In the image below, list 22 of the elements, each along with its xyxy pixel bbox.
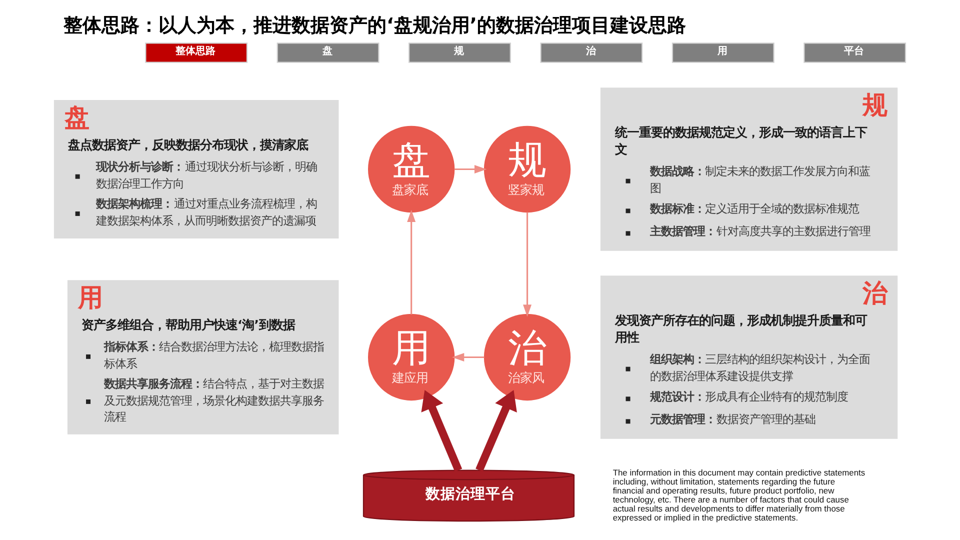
node-circle: 治 治家风 <box>484 314 571 401</box>
label: The information in this document may contain predictive statements including, without limitation, statements regarding the future financial and operating results, future product portfolio, new technology, etc. There are a number of factors that could cause actual results and developments to differ materially from those expressed or implied in the predictive statements. <box>612 467 866 522</box>
node-circle: 规 竖家规 <box>484 126 571 213</box>
node-box: 用 资产多维组合，帮助用户快速‘淘’到数据 指标体系：结合数据治理方法论，梳理数据指标体系 数据共享服务流程：结合特点，基于对主数据及元数据规范管理，场景化构建数据共享服务流程 <box>67 280 339 434</box>
node-circle: 盘 盘家底 <box>368 126 455 213</box>
node-box: 规 统一重要的数据规范定义，形成一致的语言上下文 数据战略：制定未来的数据工作发展方向和蓝图 数据标准：定义适用于全域的数据标准规范 主数据管理：针对高度共享的主数据进行管理 <box>600 88 898 251</box>
node-circle: 用 建应用 <box>368 314 455 401</box>
arrow <box>407 210 416 314</box>
node-box: 整体思路 <box>145 42 248 63</box>
node-box: 规 <box>408 42 511 63</box>
arrow <box>476 390 517 472</box>
arrow <box>523 212 532 317</box>
node-box: 盘 盘点数据资产，反映数据分布现状，摸清家底 现状分析与诊断：通过现状分析与诊断，明确数据治理工作方向 数据架构梳理：通过对重点业务流程梳理，构建数据架构体系，从而明晰数据资产的遗漏项 <box>54 100 339 238</box>
node-box: 用 <box>672 42 774 63</box>
arrow <box>452 352 484 362</box>
node-box: 治 <box>540 42 643 63</box>
node-box: 治 发现资产所存在的问题，形成机制提升质量和可用性 组织架构：三层结构的组织架构设计，为全面的数据治理体系建设提供支撑 规范设计：形成具有企业特有的规范制度 元数据管理：数据资产管理的基础 <box>600 276 898 439</box>
node-box: 盘 <box>276 42 380 63</box>
arrow <box>421 390 462 472</box>
node-box: 平台 <box>804 42 906 63</box>
diagram-title: 整体思路：以人为本，推进数据资产的‘盘规治用’的数据治理项目建设思路 <box>64 13 686 36</box>
arrow <box>454 164 487 174</box>
